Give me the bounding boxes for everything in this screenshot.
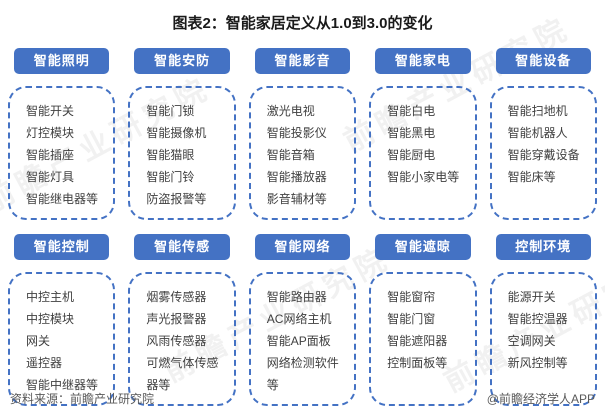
list-item: 能源开关 [507, 290, 556, 304]
list-item: 控制面板等 [387, 356, 448, 370]
category-header-smart-network: 智能网络 [254, 234, 351, 260]
category-smart-sensing: 智能传感 烟雾传感器声光报警器风雨传感器可燃气体传感器等 [128, 234, 236, 406]
list-item: 智能继电器等 [26, 192, 99, 206]
list-item: 智能遮阳器 [387, 334, 448, 348]
category-items-smart-lighting: 智能开关灯控模块智能插座智能灯具智能继电器等 [8, 86, 116, 220]
list-item: 智能音箱 [266, 148, 315, 162]
list-item: 智能插座 [26, 148, 75, 162]
list-item: 智能窗帘 [387, 290, 436, 304]
list-item: 智能摄像机 [146, 126, 207, 140]
category-items-smart-appliances: 智能白电智能黑电智能厨电智能小家电等 [369, 86, 477, 220]
list-item: 智能床等 [507, 170, 556, 184]
list-item: 智能控温器 [507, 312, 568, 326]
list-item: 激光电视 [266, 104, 315, 118]
list-item: 防盗报警等 [146, 192, 207, 206]
category-items-environment-control: 能源开关智能控温器空调网关新风控制等 [489, 272, 597, 406]
list-item: 智能路由器 [266, 290, 327, 304]
footer: 资料来源：前瞻产业研究院 @前瞻经济学人APP [10, 390, 595, 407]
list-item: 遥控器 [26, 356, 63, 370]
category-smart-av: 智能影音 激光电视智能投影仪智能音箱智能播放器影音辅材等 [248, 48, 357, 220]
list-item: 智能白电 [387, 104, 436, 118]
list-item: 智能穿戴设备 [507, 148, 580, 162]
list-item: 智能厨电 [387, 148, 436, 162]
category-items-smart-control: 中控主机中控模块网关遥控器智能中继器等 [8, 272, 116, 406]
category-header-smart-security: 智能安防 [134, 48, 230, 74]
category-items-smart-av: 激光电视智能投影仪智能音箱智能播放器影音辅材等 [248, 86, 357, 220]
list-item: 智能播放器 [266, 170, 327, 184]
list-item: 智能AP面板 [266, 334, 331, 348]
list-item: 网络检测软件等 [266, 356, 339, 392]
list-item: 灯控模块 [26, 126, 75, 140]
category-header-smart-lighting: 智能照明 [14, 48, 110, 74]
category-grid: 智能照明 智能开关灯控模块智能插座智能灯具智能继电器等 智能安防 智能门锁智能摄… [8, 48, 597, 406]
category-items-smart-devices: 智能扫地机智能机器人智能穿戴设备智能床等 [489, 86, 597, 220]
list-item: 风雨传感器 [146, 334, 207, 348]
list-item: 智能门锁 [146, 104, 195, 118]
category-items-smart-security: 智能门锁智能摄像机智能猫眼智能门铃防盗报警等 [128, 86, 236, 220]
category-header-smart-control: 智能控制 [14, 234, 110, 260]
category-environment-control: 控制环境 能源开关智能控温器空调网关新风控制等 [489, 234, 597, 406]
category-items-smart-sensing: 烟雾传感器声光报警器风雨传感器可燃气体传感器等 [128, 272, 236, 406]
category-header-smart-devices: 智能设备 [495, 48, 591, 74]
category-smart-devices: 智能设备 智能扫地机智能机器人智能穿戴设备智能床等 [489, 48, 597, 220]
category-smart-appliances: 智能家电 智能白电智能黑电智能厨电智能小家电等 [369, 48, 477, 220]
list-item: AC网络主机 [266, 312, 332, 326]
list-item: 智能扫地机 [507, 104, 568, 118]
list-item: 智能门窗 [387, 312, 436, 326]
list-item: 中控模块 [26, 312, 75, 326]
list-item: 智能小家电等 [387, 170, 460, 184]
list-item: 智能猫眼 [146, 148, 195, 162]
category-items-smart-shading: 智能窗帘智能门窗智能遮阳器控制面板等 [369, 272, 477, 406]
list-item: 智能灯具 [26, 170, 75, 184]
list-item: 中控主机 [26, 290, 75, 304]
list-item: 智能中继器等 [26, 378, 99, 392]
category-header-environment-control: 控制环境 [495, 234, 591, 260]
list-item: 可燃气体传感器等 [146, 356, 219, 392]
list-item: 烟雾传感器 [146, 290, 207, 304]
page-title: 图表2：智能家居定义从1.0到3.0的变化 [172, 15, 433, 32]
category-header-smart-sensing: 智能传感 [134, 234, 230, 260]
list-item: 声光报警器 [146, 312, 207, 326]
category-header-smart-shading: 智能遮晾 [375, 234, 471, 260]
category-smart-control: 智能控制 中控主机中控模块网关遥控器智能中继器等 [8, 234, 116, 406]
list-item: 智能门铃 [146, 170, 195, 184]
source-text: 资料来源：前瞻产业研究院 [10, 392, 155, 406]
category-smart-network: 智能网络 智能路由器 AC网络主机智能AP面板网络检测软件等 [248, 234, 357, 406]
list-item: 影音辅材等 [266, 192, 327, 206]
list-item: 网关 [26, 334, 51, 348]
list-item: 智能投影仪 [266, 126, 327, 140]
category-header-smart-av: 智能影音 [254, 48, 351, 74]
list-item: 空调网关 [507, 334, 556, 348]
category-smart-security: 智能安防 智能门锁智能摄像机智能猫眼智能门铃防盗报警等 [128, 48, 236, 220]
list-item: 智能开关 [26, 104, 75, 118]
list-item: 智能机器人 [507, 126, 568, 140]
list-item: 新风控制等 [507, 356, 568, 370]
category-header-smart-appliances: 智能家电 [375, 48, 471, 74]
category-smart-lighting: 智能照明 智能开关灯控模块智能插座智能灯具智能继电器等 [8, 48, 116, 220]
category-smart-shading: 智能遮晾 智能窗帘智能门窗智能遮阳器控制面板等 [369, 234, 477, 406]
credit-text: @前瞻经济学人APP [486, 392, 595, 406]
list-item: 智能黑电 [387, 126, 436, 140]
category-items-smart-network: 智能路由器 AC网络主机智能AP面板网络检测软件等 [248, 272, 357, 406]
